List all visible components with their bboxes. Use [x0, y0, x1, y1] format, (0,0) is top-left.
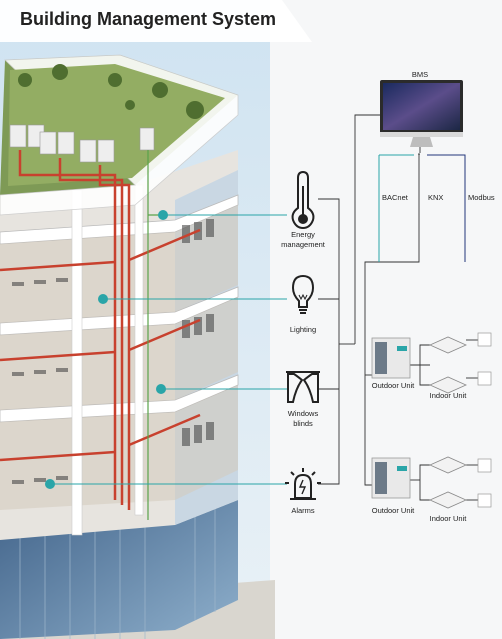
sensor-dot-lighting [98, 294, 108, 304]
sensor-dot-energy [158, 210, 168, 220]
thermometer-icon [291, 170, 315, 230]
protocol-bacnet-label: BACnet [382, 193, 408, 202]
sensor-dot-alarms [45, 479, 55, 489]
page-title: Building Management System [20, 9, 277, 29]
device-label-alarms: Alarms [291, 506, 315, 515]
sensor-dots [45, 210, 168, 489]
protocol-knx-label: KNX [428, 193, 444, 202]
device-label-lighting: Lighting [289, 325, 317, 334]
alarm-siren-icon [285, 468, 321, 500]
outdoor-unit-label-1: Outdoor Unit [371, 381, 415, 390]
controller-icons [477, 332, 492, 508]
bms-label: BMS [411, 70, 429, 79]
light-bulb-icon [291, 274, 315, 314]
protocol-modbus-label: Modbus [468, 193, 495, 202]
title-banner [0, 0, 312, 42]
sensor-dot-blinds [156, 384, 166, 394]
indoor-unit-label-2: Indoor Unit [429, 514, 467, 523]
outdoor-unit-icon-1 [371, 337, 411, 379]
window-blinds-icon [286, 371, 320, 403]
indoor-unit-label-1: Indoor Unit [429, 391, 467, 400]
indoor-unit-icons [429, 336, 467, 509]
outdoor-unit-icon-2 [371, 457, 411, 499]
outdoor-unit-label-2: Outdoor Unit [371, 506, 415, 515]
